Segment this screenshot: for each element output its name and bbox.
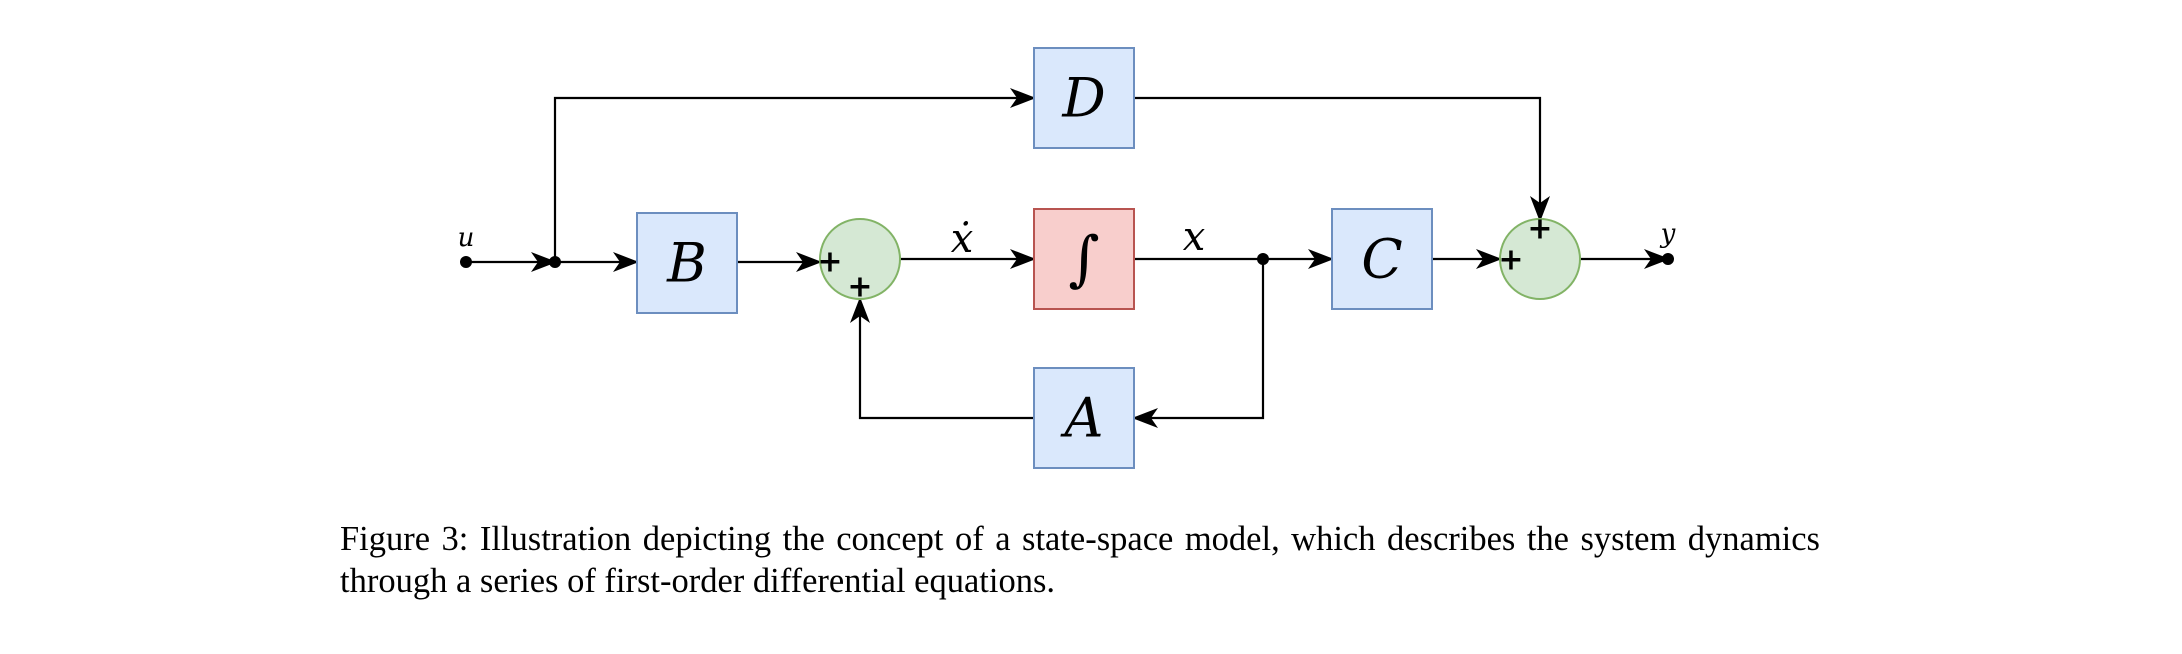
sum2-top-sign: + <box>1527 212 1552 247</box>
edge-a-to-sum1 <box>850 297 1034 420</box>
sum2-left-sign: + <box>1498 243 1523 278</box>
input-branch-point <box>549 256 561 268</box>
edge-branch-to-a <box>1132 259 1265 428</box>
state-branch-point <box>1257 253 1269 265</box>
edge-d-to-sum2 <box>1134 96 1550 222</box>
sum1-left-sign: + <box>817 245 842 280</box>
state-space-diagram: D B ∫ C A + + + + u ẋ x y <box>458 47 1676 469</box>
signal-x-label: x <box>1183 214 1206 260</box>
block-d-label: D <box>1061 67 1105 130</box>
block-b-label: B <box>666 232 707 295</box>
block-integrator <box>1033 208 1135 310</box>
block-d <box>1033 47 1135 149</box>
figure-caption: Figure 3: Illustration depicting the con… <box>340 520 1820 600</box>
output-terminal <box>1662 253 1674 265</box>
sum1-bottom-sign: + <box>847 270 872 305</box>
block-a <box>1033 367 1135 469</box>
signal-y-label: y <box>1660 219 1676 249</box>
edge-u-to-d <box>553 88 1036 262</box>
block-c-label: C <box>1361 228 1402 291</box>
input-terminal <box>460 256 472 268</box>
block-c <box>1331 208 1433 310</box>
summing-junction-1 <box>819 218 901 300</box>
block-a-label: A <box>1060 387 1104 450</box>
block-b <box>636 212 738 314</box>
block-integrator-label: ∫ <box>1068 224 1099 294</box>
summing-junction-2 <box>1499 218 1581 300</box>
signal-xdot-label: ẋ <box>951 216 974 262</box>
signal-u-label: u <box>458 223 475 253</box>
